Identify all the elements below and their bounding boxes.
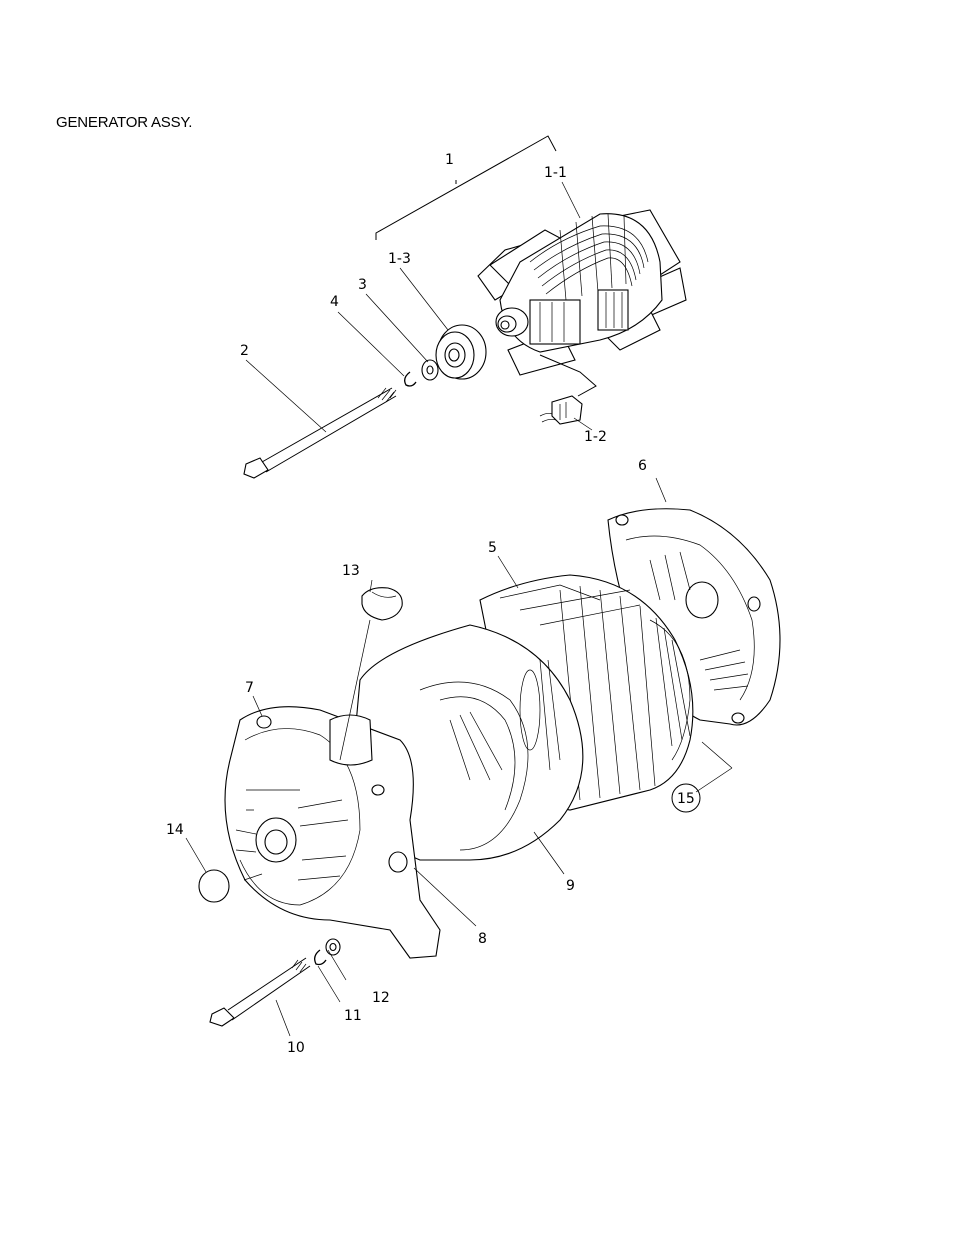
callout-9: 9 <box>566 878 575 894</box>
callout-8: 8 <box>478 931 487 947</box>
callout-15-circle <box>671 783 701 813</box>
callout-2: 2 <box>240 343 249 359</box>
bearing-part-1-3 <box>435 324 487 380</box>
bolt-part-10 <box>209 957 311 1027</box>
callout-7: 7 <box>245 680 254 696</box>
callout-1-2: 1-2 <box>584 429 607 445</box>
rotor-part-1-1 <box>477 209 687 376</box>
callout-4: 4 <box>330 294 339 310</box>
callout-10: 10 <box>287 1040 305 1056</box>
washer-part-3 <box>421 359 439 381</box>
callout-5: 5 <box>488 540 497 556</box>
collar-part-8 <box>388 851 408 873</box>
cap-part-14 <box>198 869 230 903</box>
callout-14: 14 <box>166 822 184 838</box>
callout-1-1: 1-1 <box>544 165 567 181</box>
front-bracket-part-7 <box>224 706 441 959</box>
callout-1: 1 <box>445 152 454 168</box>
callout-13: 13 <box>342 563 360 579</box>
callout-1-3: 1-3 <box>388 251 411 267</box>
callout-12: 12 <box>372 990 390 1006</box>
rotor-assembly-bracket <box>375 135 557 240</box>
leader-lines <box>185 181 733 1037</box>
callout-15: 15 <box>677 791 695 807</box>
spring-washer-part-11 <box>314 949 327 966</box>
rotor-diode-part-1-2 <box>539 354 597 425</box>
grommet-part-13 <box>361 587 403 621</box>
page-title: GENERATOR ASSY. <box>56 114 193 131</box>
callout-11: 11 <box>344 1008 362 1024</box>
lock-washer-part-4 <box>404 371 417 387</box>
callout-6: 6 <box>638 458 647 474</box>
through-bolt-part-2 <box>243 387 397 479</box>
flat-washer-part-12 <box>325 938 341 956</box>
callout-3: 3 <box>358 277 367 293</box>
